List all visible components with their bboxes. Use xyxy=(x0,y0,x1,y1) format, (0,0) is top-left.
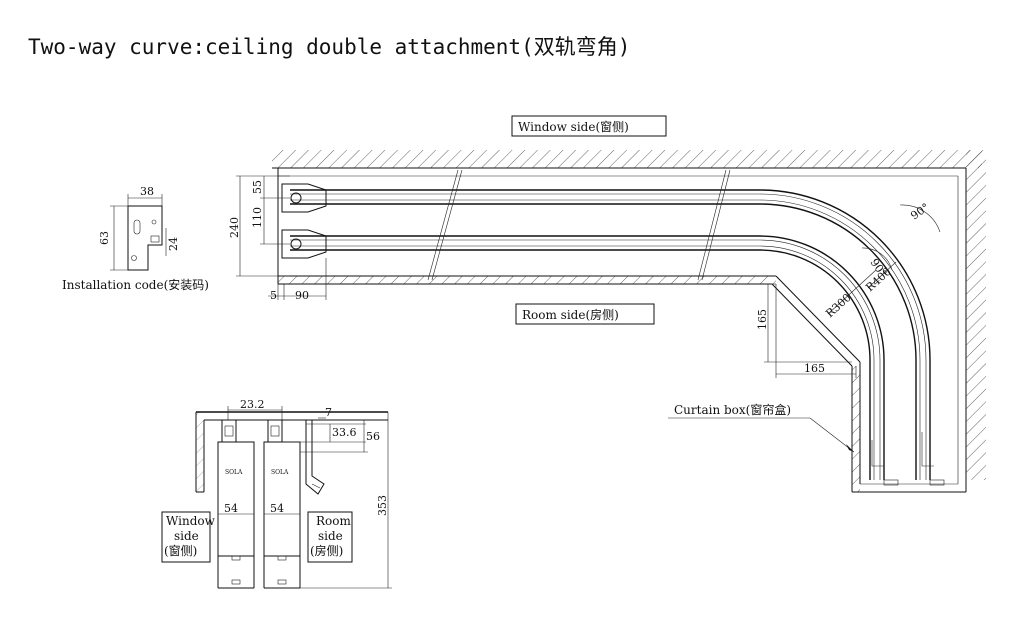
section-room-side-line3: (房侧) xyxy=(310,543,343,558)
bottom-board-hatch xyxy=(278,276,776,284)
window-side-label: Window side(窗侧) xyxy=(518,120,629,134)
section-window-side-line2: side xyxy=(174,529,199,543)
right-brand-label: SOLA xyxy=(271,469,289,476)
section-window-side-box xyxy=(161,511,211,563)
dim-bracket-height: 63 xyxy=(98,231,111,245)
dim-track-spacing-mid: 110 xyxy=(251,207,264,228)
section-room-side-line1: Room xyxy=(316,514,351,528)
dim-wall-gap: 5 xyxy=(270,289,277,302)
dim-section-height-small: 33.6 xyxy=(332,426,357,439)
end-cap-top xyxy=(281,183,327,213)
right-wall-hatch xyxy=(966,150,986,480)
installation-bracket-drawing: 38 63 24 xyxy=(98,185,180,271)
left-brand-label: SOLA xyxy=(225,469,243,476)
dim-section-top-offset: 23.2 xyxy=(240,398,265,411)
curtain-box-label: Curtain box(窗帘盒) xyxy=(674,402,791,417)
left-curtain-panel xyxy=(217,441,255,557)
dim-section-total: 353 xyxy=(376,495,389,516)
dim-chamfer-horizontal: 165 xyxy=(804,362,825,375)
section-room-side-box xyxy=(307,511,353,563)
dim-section-gap: 7 xyxy=(325,406,332,419)
dim-chamfer-vertical: 165 xyxy=(756,309,769,330)
left-track-head xyxy=(221,419,237,443)
dim-track-spacing-top: 55 xyxy=(251,180,264,194)
end-cap-bottom xyxy=(281,229,327,259)
room-side-box xyxy=(515,303,655,325)
dim-angle-outer: 90° xyxy=(908,201,931,223)
ceiling-hatch xyxy=(272,150,982,168)
page-title: Two-way curve:ceiling double attachment(… xyxy=(28,35,630,59)
dim-end-offset: 90 xyxy=(295,289,309,302)
section-view: SOLA SOLA 23.2 7 33.6 56 353 54 xyxy=(195,398,392,589)
right-board-hatch xyxy=(852,366,860,492)
section-window-side-line1: Window xyxy=(166,514,216,528)
dim-section-width-left: 54 xyxy=(224,502,238,515)
right-curtain-panel xyxy=(263,441,301,557)
installation-code-label: Installation code(安装码) xyxy=(62,277,209,292)
section-room-side-line2: side xyxy=(318,529,343,543)
dim-section-width-right: 54 xyxy=(270,502,284,515)
dim-section-height: 56 xyxy=(366,430,380,443)
section-window-side-line3: (窗侧) xyxy=(164,544,197,558)
dim-bracket-slot: 24 xyxy=(167,237,180,251)
right-track-head xyxy=(267,419,283,443)
room-side-label: Room side(房侧) xyxy=(522,307,619,322)
dim-box-depth: 240 xyxy=(228,217,241,238)
plan-view: 240 55 110 5 90 165 165 R300 R400 90° 90… xyxy=(228,150,986,493)
dim-bracket-width: 38 xyxy=(140,185,154,198)
window-side-box xyxy=(511,115,667,137)
